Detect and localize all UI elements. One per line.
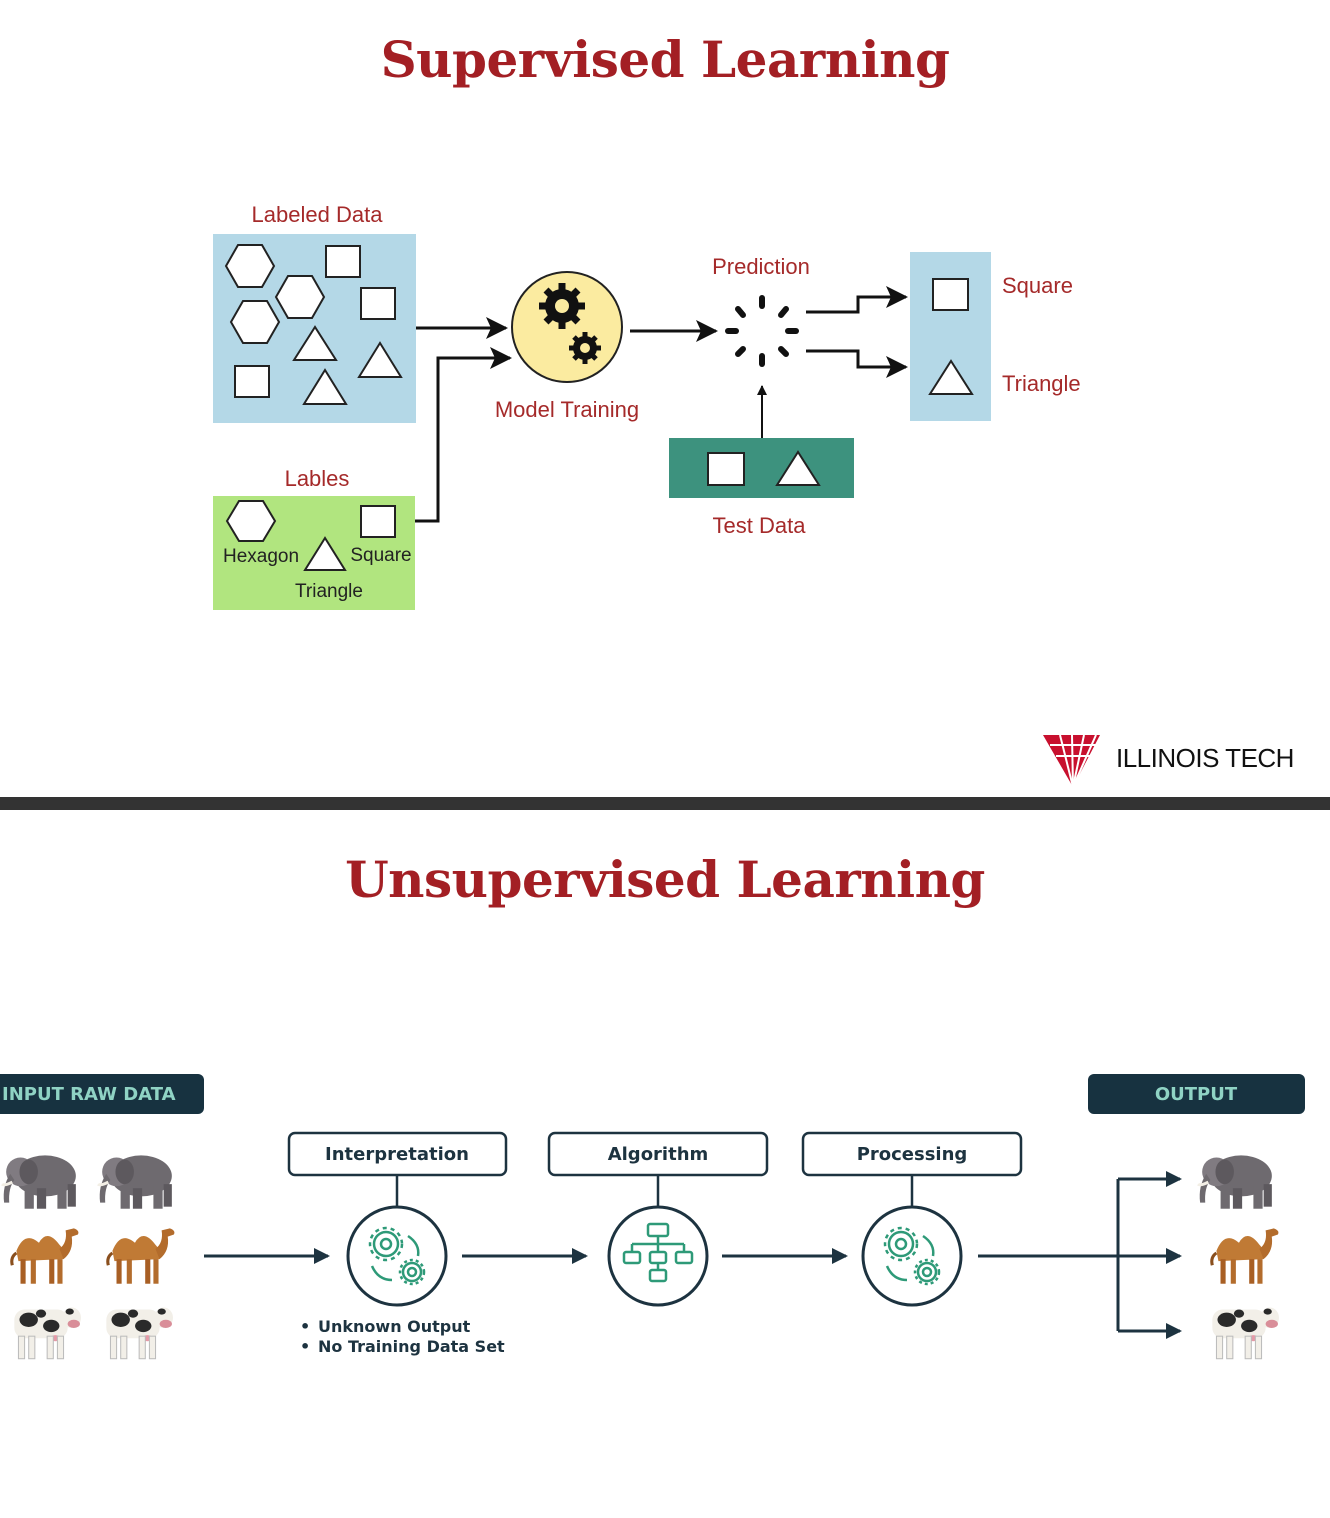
prediction-label: Prediction [712,254,810,279]
square-shape [361,288,395,319]
illinois-tech-logo-text: ILLINOIS TECH [1116,743,1294,774]
elephant-icon [2,1155,76,1208]
cow-icon [14,1307,81,1358]
bullet-unknown-output-text: Unknown Output [318,1317,471,1336]
labels-heading: Lables [285,466,350,491]
square-shape [708,453,744,485]
camel-icon [108,1228,175,1283]
unsupervised-diagram: INPUT RAW DATA Interpretation • Unknown … [0,810,1330,1518]
processing-circle [863,1207,961,1305]
label-hexagon: Hexagon [223,546,299,567]
unsupervised-slide: Unsupervised Learning [0,810,1330,1518]
spinner-icon [728,298,796,364]
test-data-box [669,438,854,498]
label-square: Square [350,545,411,566]
test-data-label: Test Data [713,513,807,538]
arrow-labels-to-model [415,358,510,521]
square-shape [361,506,395,537]
camel-icon [12,1228,79,1283]
interpretation-circle [348,1207,446,1305]
bullet-no-training: • [300,1337,310,1356]
supervised-slide: Supervised Learning Labeled Data Lables [0,0,1330,797]
output-square-label: Square [1002,273,1073,298]
supervised-diagram: Labeled Data Lables Hexagon Square Trian… [0,0,1330,797]
output-triangle-label: Triangle [1002,371,1081,396]
square-shape [235,366,269,397]
square-shape [326,246,360,277]
output-label: OUTPUT [1155,1084,1238,1105]
output-box [910,252,991,421]
bullet-no-training-text: No Training Data Set [318,1337,505,1356]
processing-label: Processing [857,1144,968,1165]
input-raw-data-label: INPUT RAW DATA [2,1084,176,1105]
square-shape [933,279,968,310]
elephant-icon [98,1155,172,1208]
interpretation-label: Interpretation [325,1144,469,1165]
bullet-unknown-output: • [300,1317,310,1336]
arrow-to-triangle-output [806,351,906,367]
labeled-data-label: Labeled Data [252,202,384,227]
model-training-circle [512,272,622,382]
elephant-icon [1198,1155,1272,1208]
camel-icon [1212,1228,1279,1283]
slide-divider [0,797,1330,810]
label-triangle: Triangle [295,581,363,602]
algorithm-label: Algorithm [608,1144,709,1165]
cow-icon [106,1307,173,1358]
arrow-to-square-output [806,297,906,312]
illinois-tech-logo-icon [1043,735,1100,787]
cow-icon [1212,1307,1279,1358]
model-training-label: Model Training [495,397,639,422]
